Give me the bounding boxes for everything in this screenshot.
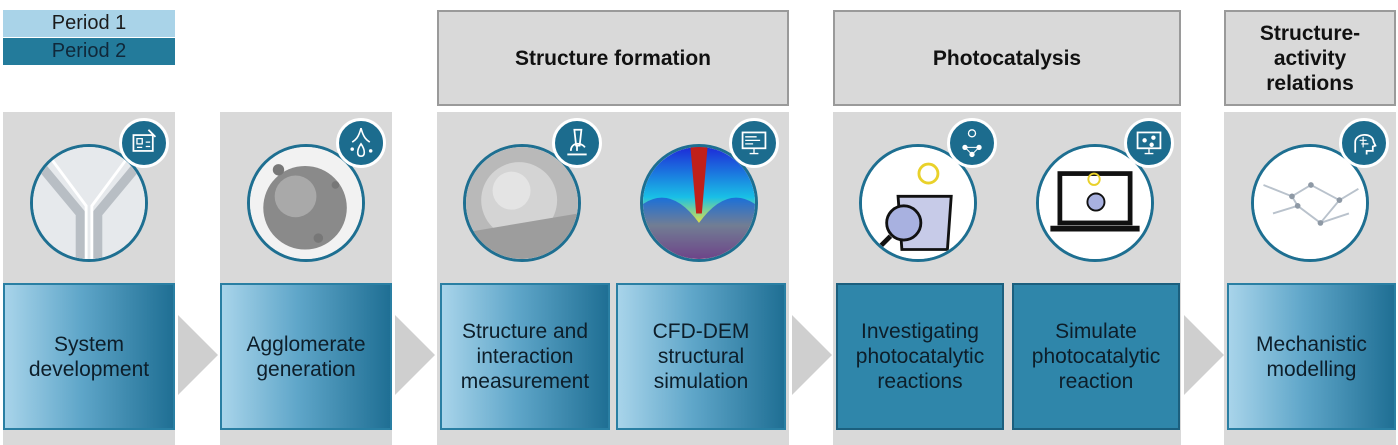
step-system-development: System development xyxy=(3,283,175,430)
microscope-icon xyxy=(552,118,602,168)
agglomerate-sem-image xyxy=(247,144,365,262)
flow-arrow xyxy=(178,315,218,395)
step-simulate: Simulate photocatalytic reaction xyxy=(1012,283,1180,430)
step-structure-interaction: Structure and interaction measurement xyxy=(440,283,610,430)
header-structure-formation: Structure formation xyxy=(437,10,789,106)
beaker-magnifier-image xyxy=(859,144,977,262)
microfluidic-chip-image xyxy=(30,144,148,262)
flow-arrow xyxy=(1184,315,1224,395)
step-investigating: Investigating photocatalytic reactions xyxy=(836,283,1004,430)
cfd-simulation-image xyxy=(640,144,758,262)
step-cfd-dem: CFD-DEM structural simulation xyxy=(616,283,786,430)
head-brain-icon xyxy=(1339,118,1389,168)
droplet-icon xyxy=(336,118,386,168)
header-photocatalysis: Photocatalysis xyxy=(833,10,1181,106)
legend-period-1: Period 1 xyxy=(3,10,175,37)
step-agglomerate-generation: Agglomerate generation xyxy=(220,283,392,430)
molecular-network-image xyxy=(1251,144,1369,262)
particle-contact-image xyxy=(463,144,581,262)
monitor-network-icon xyxy=(1124,118,1174,168)
legend-period-2: Period 2 xyxy=(3,38,175,65)
monitor-icon xyxy=(729,118,779,168)
step-mechanistic: Mechanistic modelling xyxy=(1227,283,1396,430)
lightbulb-molecule-icon xyxy=(947,118,997,168)
flow-arrow xyxy=(792,315,832,395)
blueprint-icon xyxy=(119,118,169,168)
flow-arrow xyxy=(395,315,435,395)
header-structure-activity: Structure-activity relations xyxy=(1224,10,1396,106)
